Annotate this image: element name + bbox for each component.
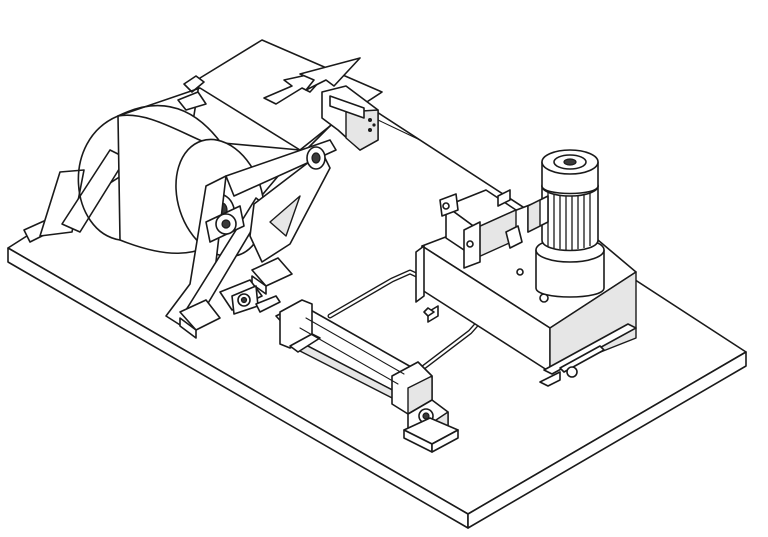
web-direction-arrow [263,57,361,105]
roll-stand-front [165,139,337,339]
cylinder-front-clevis [403,399,459,453]
hydraulic-cylinder [255,295,433,415]
servo-valve [439,189,523,269]
mounting-bolts [423,305,439,323]
edge-sensor [321,85,421,151]
cylinder-rear-bracket [219,279,263,315]
electric-motor [527,149,605,298]
roll-stand [23,75,207,243]
